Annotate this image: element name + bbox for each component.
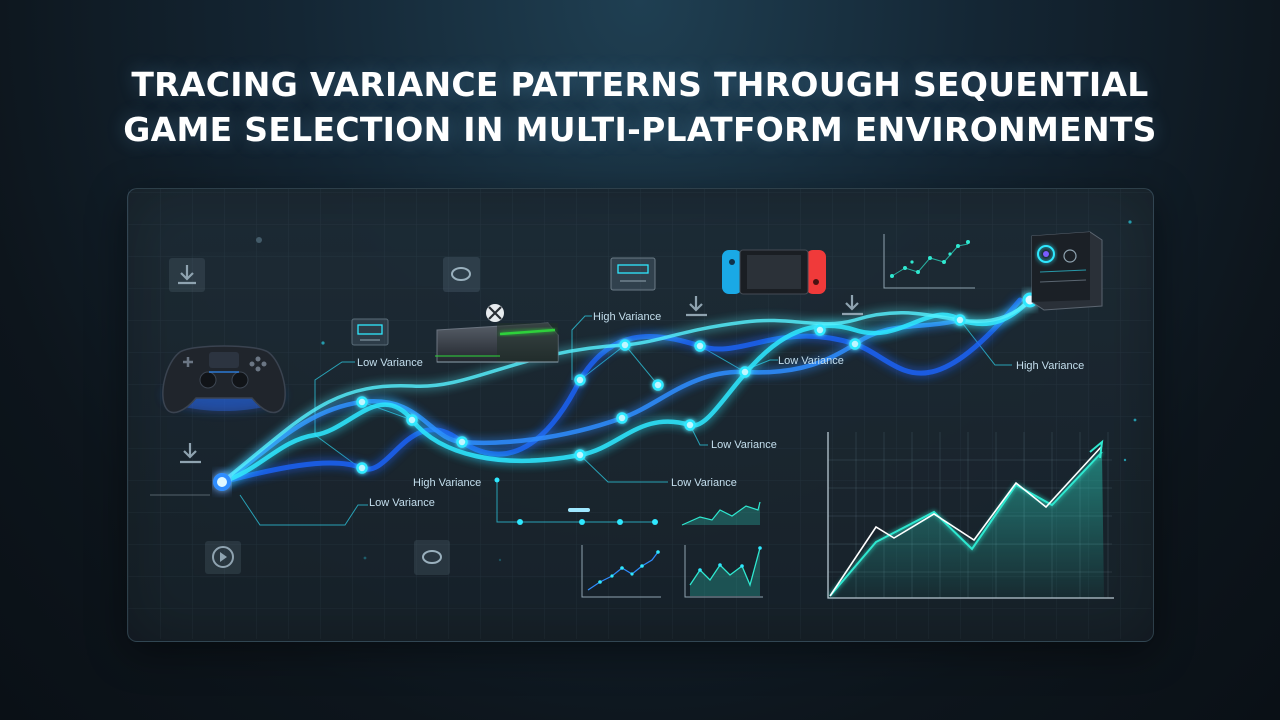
mini-chart-icon xyxy=(883,234,975,289)
page-title: TRACING VARIANCE PATTERNS THROUGH SEQUEN… xyxy=(0,62,1280,152)
label-low-variance-4: Low Variance xyxy=(671,477,737,489)
connector-dots xyxy=(494,477,658,525)
capsule-icon xyxy=(414,540,450,575)
label-low-variance-2: Low Variance xyxy=(778,355,844,367)
label-high-variance-3: High Variance xyxy=(413,477,481,489)
label-high-variance-1: High Variance xyxy=(593,311,661,323)
trend-chart xyxy=(827,432,1114,599)
mini-chart-icon xyxy=(581,545,661,598)
download-icon xyxy=(180,443,201,464)
label-low-variance-5: Low Variance xyxy=(369,497,435,509)
curve-bright-cyan xyxy=(220,298,1032,484)
download-icon xyxy=(686,296,707,317)
title-line-2: GAME SELECTION IN MULTI-PLATFORM ENVIRON… xyxy=(123,110,1157,149)
curve-cyan xyxy=(219,297,1033,485)
label-high-variance-2: High Variance xyxy=(1016,360,1084,372)
flow-pill xyxy=(568,508,590,512)
mini-chart-icon xyxy=(681,501,761,526)
xbox-console-icon xyxy=(435,304,559,363)
curve-nodes xyxy=(356,314,966,474)
title-line-1: TRACING VARIANCE PATTERNS THROUGH SEQUEN… xyxy=(131,65,1149,104)
download-icon xyxy=(842,295,863,316)
mini-console-icon xyxy=(610,257,656,291)
switch-console-icon xyxy=(722,249,826,295)
label-low-variance-3: Low Variance xyxy=(711,439,777,451)
mini-console-icon xyxy=(351,318,389,346)
mini-chart-icon xyxy=(684,545,763,598)
capsule-icon xyxy=(443,257,480,292)
play-icon xyxy=(205,541,241,574)
pc-tower-icon xyxy=(1031,231,1103,311)
download-icon xyxy=(169,258,205,292)
ambient-dots xyxy=(256,220,1137,562)
gamepad-icon xyxy=(162,345,286,414)
label-low-variance-1: Low Variance xyxy=(357,357,423,369)
start-node xyxy=(213,473,231,491)
